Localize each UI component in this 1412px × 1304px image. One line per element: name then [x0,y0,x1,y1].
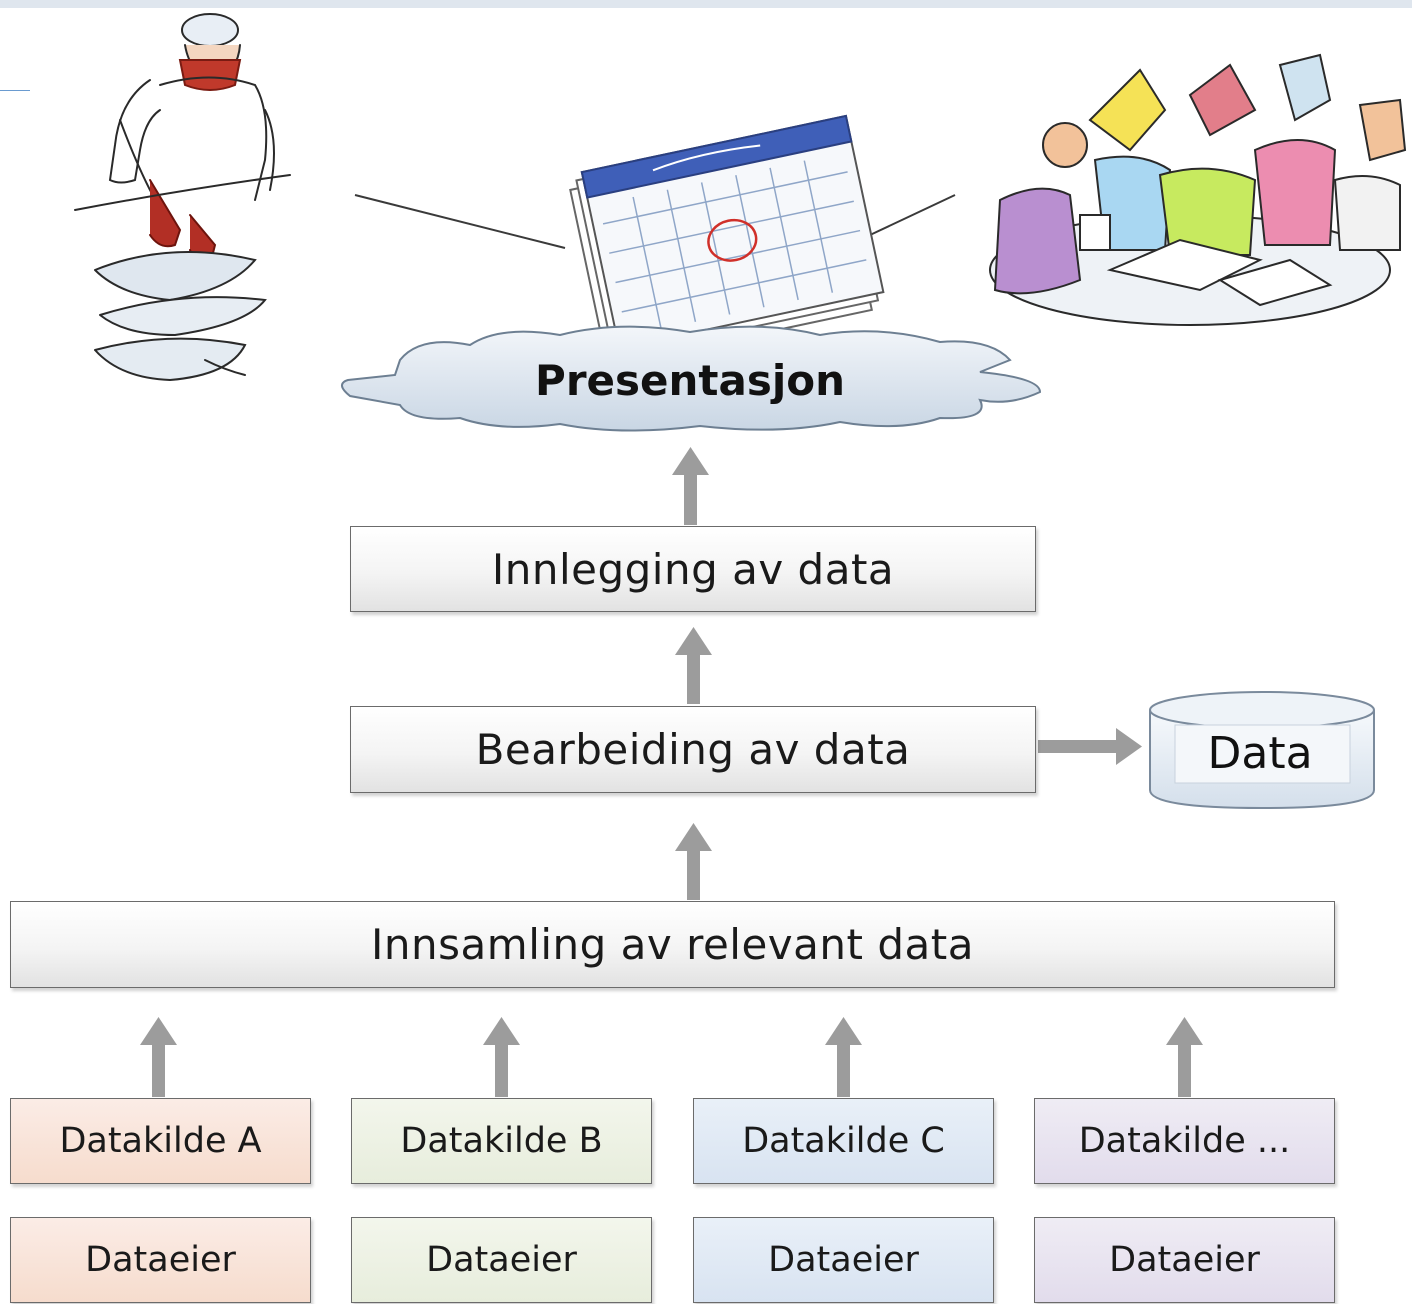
data-processing-box: Bearbeiding av data [350,706,1036,793]
corner-line [0,90,30,91]
source-more-box: Datakilde ... [1034,1098,1335,1184]
owner-a-box: Dataeier [10,1217,311,1303]
source-c-box: Datakilde C [693,1098,994,1184]
data-processing-label: Bearbeiding av data [475,725,911,774]
data-collection-box: Innsamling av relevant data [10,901,1335,988]
data-entry-label: Innlegging av data [491,544,895,594]
database-cylinder [1149,691,1375,810]
source-c-label: Datakilde C [742,1121,945,1161]
source-b-label: Datakilde B [400,1121,603,1161]
owner-b-box: Dataeier [351,1217,652,1303]
top-border [0,0,1412,8]
data-collection-label: Innsamling av relevant data [371,920,974,969]
source-a-label: Datakilde A [59,1121,262,1161]
source-more-label: Datakilde ... [1078,1121,1291,1161]
presentation-label: Presentasjon [535,355,845,405]
owner-b-label: Dataeier [426,1240,577,1280]
flow-arrows [140,447,1203,1097]
data-entry-box: Innlegging av data [350,526,1036,612]
presentation-cloud [341,325,1042,432]
meeting-illustration [989,53,1407,326]
owner-a-label: Dataeier [85,1240,236,1280]
owner-c-box: Dataeier [693,1217,994,1303]
fish-worker-illustration [74,13,291,382]
connector-left [354,194,566,249]
source-b-box: Datakilde B [351,1098,652,1184]
owner-more-label: Dataeier [1109,1240,1260,1280]
owner-c-label: Dataeier [768,1240,919,1280]
database-label: Data [1207,727,1313,779]
owner-more-box: Dataeier [1034,1217,1335,1303]
connector-right [869,194,956,236]
source-a-box: Datakilde A [10,1098,311,1184]
calendar-icon [569,114,885,368]
